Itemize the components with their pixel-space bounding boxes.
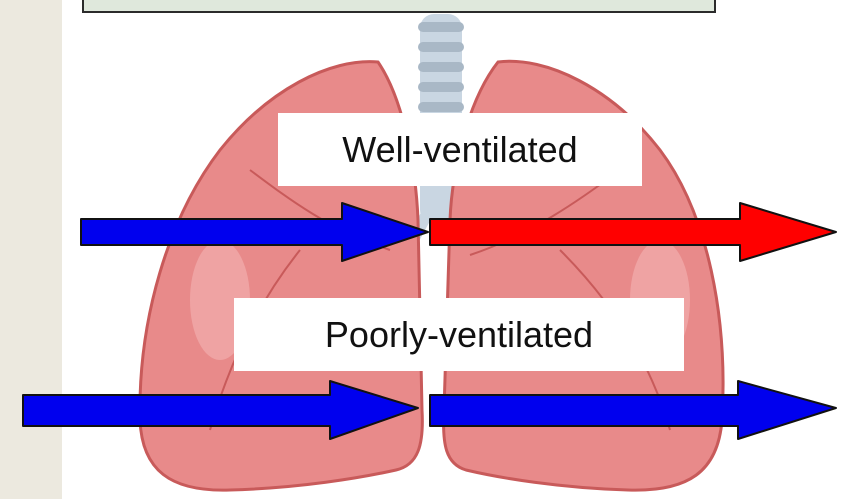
poorly-ventilated-label: Poorly-ventilated: [234, 298, 684, 371]
well-ventilated-label: Well-ventilated: [278, 113, 642, 186]
